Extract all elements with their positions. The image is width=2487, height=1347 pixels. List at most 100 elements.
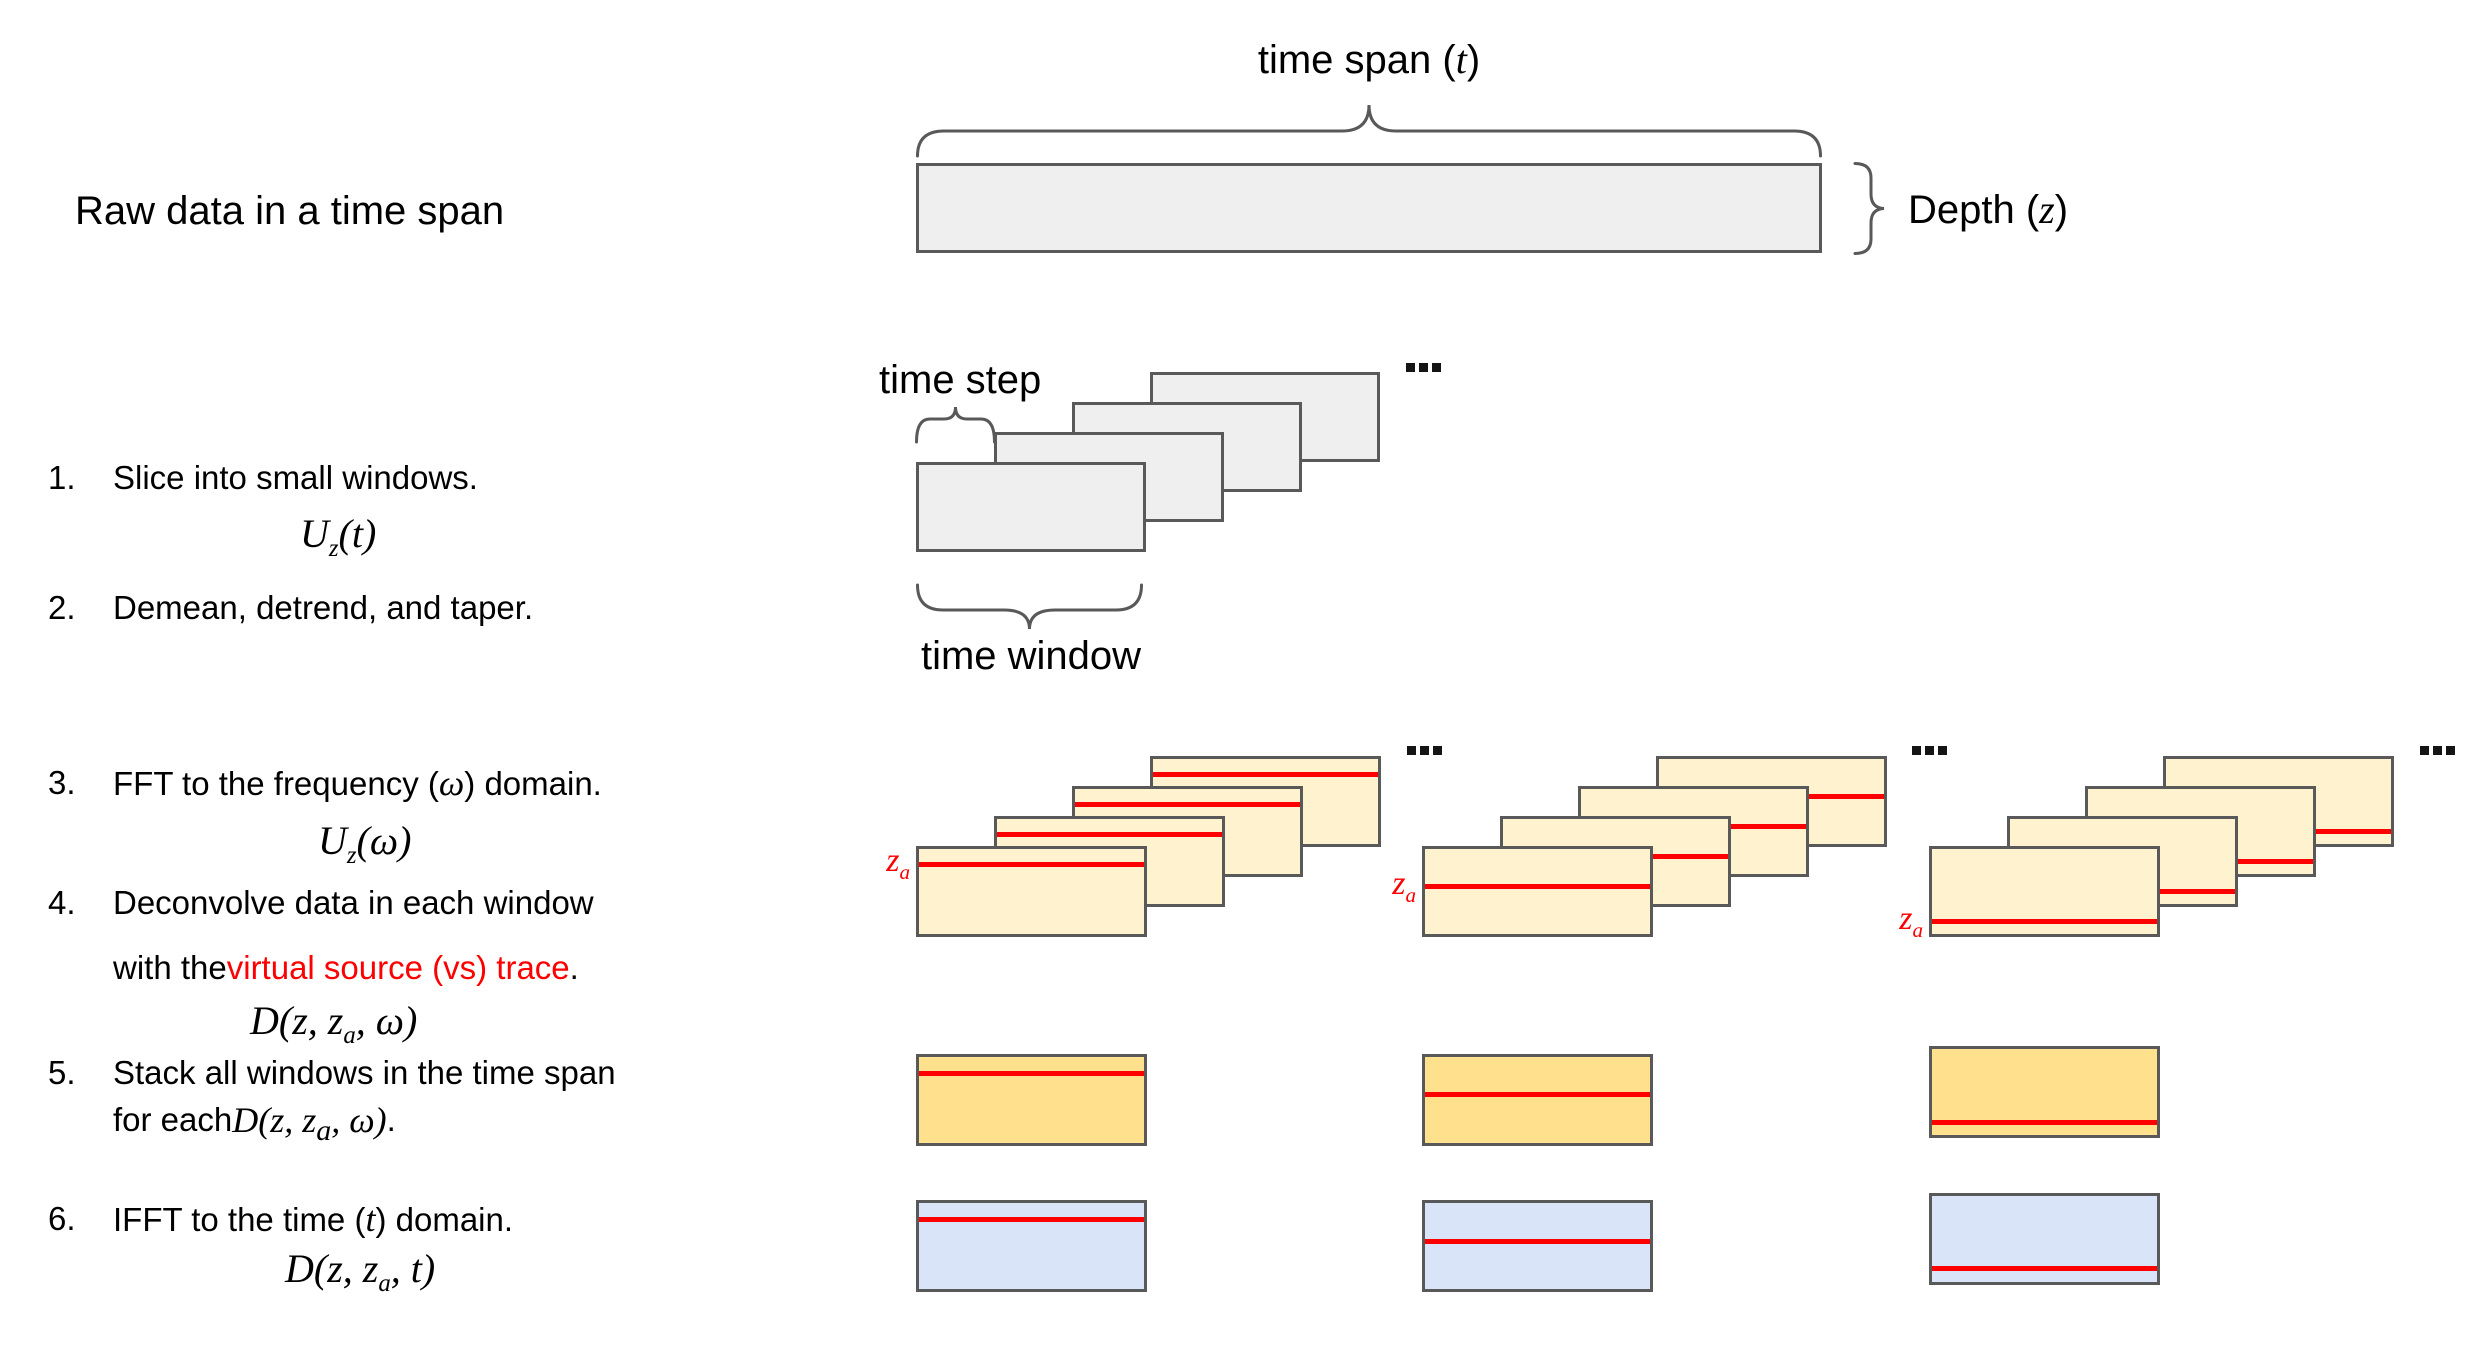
step-3-omega: ω [438,763,465,803]
time-window-brace-icon [916,583,1143,630]
vs-trace-line [919,1217,1144,1222]
vs-trace-line [1932,1266,2157,1271]
za-label-g3: za [1899,901,1923,948]
formula-dzzaw-sub: a [343,1022,356,1049]
step-2: 2. Demean, detrend, and taper. [48,585,533,631]
time-window-label-text: time window [920,634,1142,678]
ellipsis-g2 [1912,746,1947,755]
formula-uzt-base: U [300,511,329,556]
step-4-number: 4. [48,884,76,921]
formula-dzzat-post: , t) [390,1246,436,1291]
step-1-text: Slice into small windows. [113,459,478,496]
formula-uzw-base: U [318,818,347,863]
step-5-line-1: 5.Stack all windows in the time span [48,1050,616,1096]
step-5-line-2: for each D(z, za, ω). [113,1097,396,1154]
time-step-label-text: time step [879,358,1042,402]
vs-trace-line [1425,884,1650,889]
time-span-var: t [1455,37,1467,82]
ellipsis-dot [2446,746,2455,755]
ellipsis-g1 [1407,746,1442,755]
stacked-rect-g3 [1929,1046,2160,1138]
za-sub: a [1912,917,1923,942]
vs-trace-line [1932,1120,2157,1125]
step-3-post: ) domain. [464,765,602,802]
formula-dzzaw: D(z, za, ω) [250,995,417,1062]
ellipsis-dot [1432,363,1441,372]
ellipsis-row-windows [1406,363,1441,372]
step-6-t-var: t [365,1199,376,1239]
ellipsis-dot [1938,746,1947,755]
ellipsis-dot [2420,746,2429,755]
ellipsis-dot [1406,363,1415,372]
formula-dzzat-sub: a [378,1270,391,1297]
time-window-label: time window [916,632,1146,680]
step-6-number: 6. [48,1200,76,1237]
depth-pre: Depth ( [1908,188,2040,232]
step-3: 3. FFT to the frequency (ω) domain. [48,760,602,807]
za-base: z [886,842,900,879]
step-3-number: 3. [48,764,76,801]
formula-uzw-args: (ω) [356,818,412,863]
step-5-line-2-period: . [386,1101,396,1138]
ellipsis-dot [1433,746,1442,755]
step-4-line-2: with the virtual source (vs) trace. [113,945,579,991]
vs-window-g1-1 [916,846,1147,937]
ellipsis-dot [1925,746,1934,755]
ifft-rect-g3 [1929,1193,2160,1285]
formula-uzt: Uz(t) [300,508,376,575]
step-1-number: 1. [48,459,76,496]
vs-trace-line [1425,1239,1650,1244]
raw-data-rect [916,163,1822,253]
step-6-pre: IFFT to the time ( [113,1201,366,1238]
vs-trace-line [919,862,1144,867]
formula-dzzaw-pre: D(z, z [250,998,344,1043]
step-5-inline-formula: D(z, za, ω) [232,1097,386,1154]
step-2-text: Demean, detrend, and taper. [113,589,534,626]
formula-dzzat-pre: D(z, z [285,1246,379,1291]
step-4-line-2-black: with the [113,949,227,986]
formula-dzzaw-post: , ω) [355,998,418,1043]
time-span-post: ) [1466,38,1481,82]
depth-post: ) [2054,188,2069,232]
vs-trace-line [1425,1092,1650,1097]
ifft-rect-g1 [916,1200,1147,1292]
step-5-formula-pre: D(z, z [232,1100,317,1140]
vs-trace-line [997,832,1222,837]
depth-var: z [2039,187,2055,232]
vs-window-g3-1 [1929,846,2160,937]
step-2-number: 2. [48,589,76,626]
gray-window-1 [916,462,1146,552]
step-5-formula-post: , ω) [331,1100,387,1140]
ellipsis-dot [2433,746,2442,755]
ellipsis-g3 [2420,746,2455,755]
za-label-g2: za [1392,866,1416,913]
ifft-rect-g2 [1422,1200,1653,1292]
step-3-text: FFT to the frequency (ω) domain. [113,760,602,807]
za-sub: a [899,859,910,884]
ellipsis-dot [1419,363,1428,372]
step-4-text: Deconvolve data in each window [113,884,594,921]
time-step-brace-icon [915,406,996,444]
step-6: 6. IFFT to the time (t) domain. [48,1196,513,1243]
step-4-line-2-period: . [569,949,579,986]
za-base: z [1899,900,1913,937]
step-1: 1. Slice into small windows. [48,455,478,501]
formula-dzzat: D(z, za, t) [285,1243,435,1310]
za-label-g1: za [886,843,910,890]
step-4-vs-trace-red: virtual source (vs) trace [226,949,570,986]
stacked-rect-g1 [916,1054,1147,1146]
za-sub: a [1405,882,1416,907]
step-5-text: Stack all windows in the time span [113,1054,616,1091]
time-span-pre: time span ( [1257,38,1456,82]
ellipsis-dot [1420,746,1429,755]
vs-trace-line [919,1071,1144,1076]
step-5-line-2-pre: for each [113,1101,233,1138]
step-4-line-1: 4. Deconvolve data in each window [48,880,594,926]
formula-uzw: Uz(ω) [318,815,411,882]
raw-data-label: Raw data in a time span [75,187,504,235]
step-6-text: IFFT to the time (t) domain. [113,1196,513,1243]
depth-label: Depth (z) [1908,186,2068,234]
stacked-rect-g2 [1422,1054,1653,1146]
step-6-post: ) domain. [375,1201,514,1238]
